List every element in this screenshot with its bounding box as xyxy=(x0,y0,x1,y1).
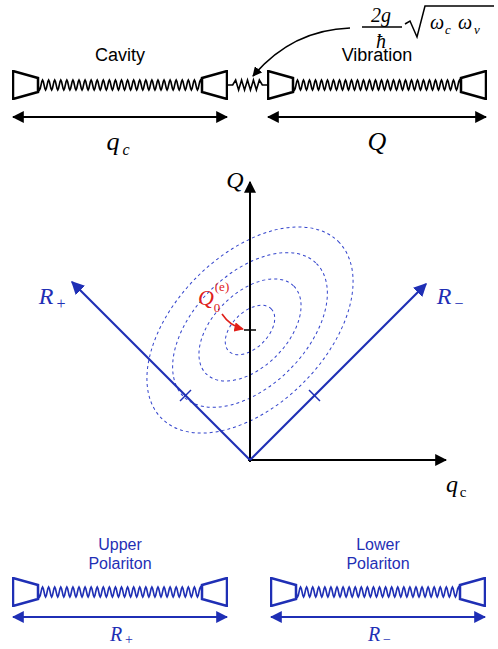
coordinate-arrow xyxy=(271,616,485,618)
fraction-bar xyxy=(362,26,402,28)
rotated-axis xyxy=(72,282,250,460)
leader-arrow xyxy=(222,314,243,329)
math-symbol: q xyxy=(446,472,458,496)
coordinate-arrow xyxy=(268,116,486,118)
oscillator: Cavity xyxy=(12,45,228,100)
spring-coil xyxy=(296,587,460,597)
math-symbol: Q xyxy=(198,287,214,309)
math-symbol: 0 xyxy=(214,301,221,314)
end-cap xyxy=(13,71,38,99)
end-cap xyxy=(271,578,296,606)
axis xyxy=(249,182,251,462)
oscillator: Vibration xyxy=(267,45,487,100)
math-symbol: − xyxy=(383,633,391,647)
oscillator-label: Lower Polariton xyxy=(328,536,428,573)
axis xyxy=(248,459,446,461)
math-symbol: (e) xyxy=(215,280,229,293)
end-cap xyxy=(202,578,227,606)
math-symbol: Q xyxy=(368,129,387,155)
math-symbol: 2g xyxy=(371,5,391,25)
spring-symbol xyxy=(12,70,228,100)
end-cap xyxy=(202,71,227,99)
oscillator: Upper Polariton xyxy=(12,536,228,607)
math-symbol: q xyxy=(107,129,120,155)
math-symbol: v xyxy=(474,23,480,36)
math-symbol: Q xyxy=(226,168,243,192)
math-symbol: R xyxy=(437,284,452,308)
tick xyxy=(309,390,320,401)
math-symbol: + xyxy=(125,633,133,647)
tick xyxy=(180,390,191,401)
math-symbol: R xyxy=(110,624,122,644)
spring-symbol xyxy=(270,577,486,607)
end-cap xyxy=(461,71,486,99)
oscillator-label: Cavity xyxy=(95,45,145,66)
math-symbol: + xyxy=(56,296,65,312)
end-cap xyxy=(268,71,293,99)
coordinate-arrow xyxy=(13,616,227,618)
math-symbol: ω xyxy=(458,12,472,32)
math-symbol: ħ xyxy=(376,31,386,51)
spring-symbol xyxy=(267,70,487,100)
coupling-spring xyxy=(228,80,267,90)
math-symbol: R xyxy=(39,284,54,308)
end-cap xyxy=(460,578,485,606)
spring-symbol xyxy=(12,577,228,607)
spring-coil xyxy=(38,587,202,597)
math-symbol: c xyxy=(460,485,467,500)
math-symbol: c xyxy=(445,23,451,36)
leader-arrow xyxy=(253,28,350,76)
spring-coil xyxy=(38,80,202,90)
rotated-axis xyxy=(250,284,426,460)
tick xyxy=(244,329,256,331)
math-symbol: ω xyxy=(430,12,444,32)
oscillator-label: Upper Polariton xyxy=(70,536,170,573)
sqrt-sign xyxy=(405,6,494,37)
coordinate-arrow xyxy=(13,116,227,118)
end-cap xyxy=(13,578,38,606)
math-symbol: R xyxy=(368,624,380,644)
math-symbol: c xyxy=(122,142,129,158)
oscillator: Lower Polariton xyxy=(270,536,486,607)
math-symbol: − xyxy=(454,296,463,312)
spring-coil xyxy=(293,80,461,90)
